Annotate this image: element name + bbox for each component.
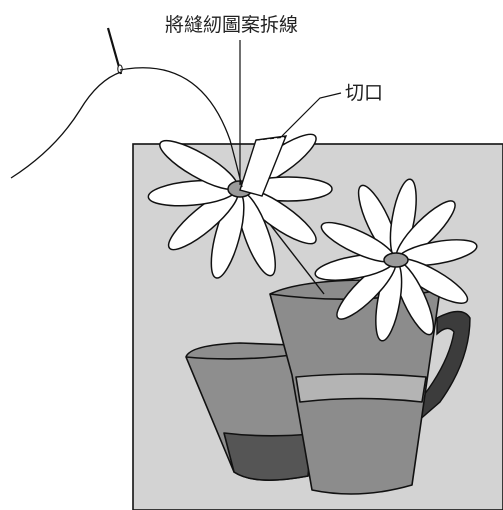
remove-stitches-label: 將縫紉圖案拆線 (165, 14, 299, 36)
leader-cut (281, 92, 342, 137)
big-flower (314, 178, 478, 342)
cut-label: 切口 (345, 82, 384, 104)
thread (119, 67, 243, 188)
cut-flap (239, 135, 288, 197)
thread-tail (10, 71, 122, 179)
needle (106, 27, 123, 75)
small-cup (185, 342, 319, 481)
